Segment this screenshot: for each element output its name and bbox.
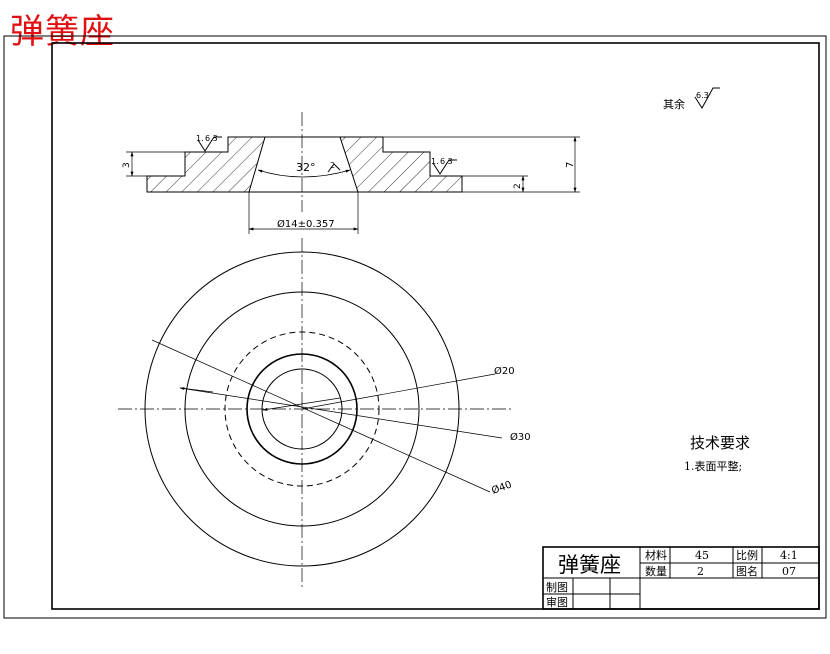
dim-d40: Ø40 [490,478,513,496]
svg-text:6.3: 6.3 [440,157,453,166]
dim-height-left: 3 [122,162,132,168]
roughness-symbol-left: 1. 6.3 [196,134,222,152]
angle-label: 32° [296,161,316,174]
checked-label: 审图 [546,595,568,609]
tech-requirements: 技术要求 1.表面平整; [684,434,750,473]
dim-height-total: 7 [565,162,576,168]
quantity-label: 数量 [645,565,667,578]
scale-value: 4:1 [780,549,798,562]
material-label: 材料 [645,548,667,562]
roughness-symbol-right: 1. 6.3 [431,157,457,175]
quantity-value: 2 [697,565,704,578]
outer-border [3,35,827,619]
plan-view: Ø20 Ø30 Ø40 [118,238,531,588]
dim-bore: Ø14±0.357 [277,218,335,230]
section-hatch-right [339,136,463,193]
drawing-title-banner: 弹簧座 [10,12,115,52]
drawing-no-value: 07 [782,565,796,578]
drawing-no-label: 图名 [736,564,758,578]
material-value: 45 [695,549,709,562]
svg-text:1.: 1. [196,134,204,143]
svg-text:6.3: 6.3 [205,134,218,143]
svg-text:1.: 1. [431,157,439,166]
inner-border [51,42,820,610]
section-hatch-left [146,136,266,193]
surface-roughness-other: 其余 6.3 [663,87,720,111]
other-label: 其余 [663,97,685,111]
other-roughness-value: 6.3 [696,91,709,100]
dim-d30: Ø30 [510,431,531,443]
scale-label: 比例 [736,548,758,562]
dim-flange: 2 [513,183,523,189]
tech-heading: 技术要求 [690,434,750,452]
dim-d20: Ø20 [494,365,515,377]
part-name: 弹簧座 [558,553,621,577]
drawn-label: 制图 [546,581,568,594]
tech-item-1: 1.表面平整; [684,459,742,473]
title-block: 弹簧座 材料 45 比例 4:1 数量 2 图名 07 制图 审图 [542,546,820,610]
chamfer-label: 2 [330,161,335,170]
section-view: 32° 2 1. 6.3 1. 6.3 3 7 2 Ø [122,112,580,234]
